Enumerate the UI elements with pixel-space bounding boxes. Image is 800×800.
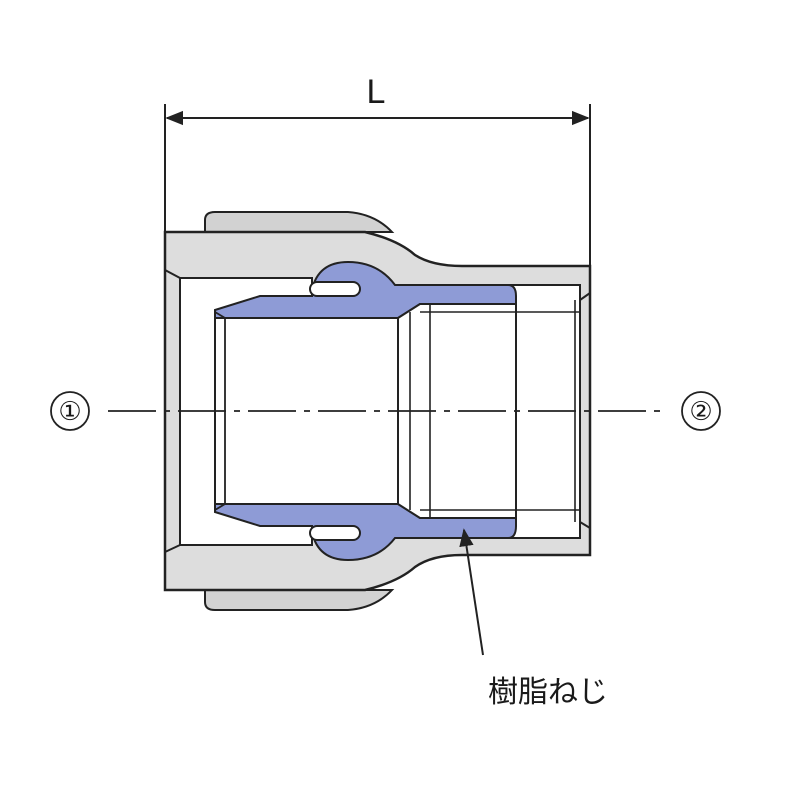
dimension-label-l: L [367,73,386,111]
callout-label-resin-thread: 樹脂ねじ [488,675,608,710]
left-socket-edge-top [164,269,181,279]
port-marker-2: ② [681,391,721,431]
left-socket-edge-bottom [164,544,181,553]
lock-slot-top [309,281,361,297]
port-label-1: ① [58,396,81,426]
bore-taper-top [214,311,226,319]
threaded-sleeve [397,303,517,519]
right-socket-edge-bottom [579,521,591,529]
body-shoulder-top [204,211,395,233]
body-shoulder-bottom [204,589,395,611]
port-marker-1: ① [50,391,90,431]
right-socket-edge-top [579,292,591,301]
callout-leader [459,528,484,656]
bore-taper-bottom [214,503,226,511]
port-label-2: ② [689,396,712,426]
lock-slot-bottom [309,525,361,541]
